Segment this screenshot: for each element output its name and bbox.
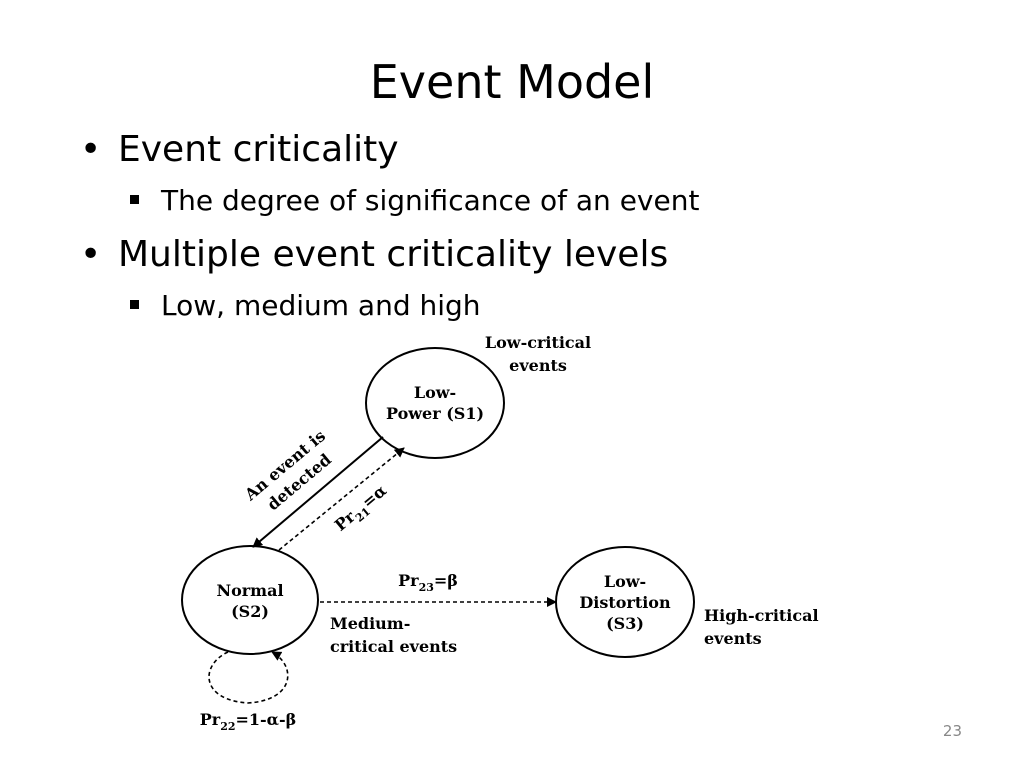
event-detected-label: An event is detected [240,426,335,514]
state-s1: Low- Power (S1) [365,347,505,459]
state-s2-label-line1: Normal [216,581,283,600]
bullet-list: • Event criticality The degree of signifi… [0,0,1024,340]
pr21-label: Pr21=α [331,481,393,538]
pr21-text: Pr21=α [331,481,393,538]
sub-bullet-levels: Low, medium and high [130,288,481,324]
bullet-event-criticality: • Event criticality [80,128,399,172]
slide-title: Event Model [369,55,655,109]
state-s3-label-line1: Low- [604,572,646,591]
state-s1-circle [365,347,505,459]
state-s2-circle [181,545,319,655]
medium-critical-label-line1: Medium- [330,614,410,633]
state-s3-label-line3: (S3) [606,614,644,633]
state-s3-label-line2: Distortion [579,593,671,612]
state-s3: Low- Distortion (S3) [555,546,695,658]
bullet-text: Event criticality [118,129,399,170]
page-number: 23 [942,722,962,740]
bullet-multiple-levels: • Multiple event criticality levels [80,233,668,277]
high-critical-label-line1: High-critical [704,606,819,625]
arrow-s1-to-s2 [252,436,384,548]
bullet-dot: • [80,129,102,170]
pr21-pr: Pr [331,507,359,535]
state-s1-label-line2: Power (S1) [386,404,484,423]
sub-bullet-degree: The degree of significance of an event [130,183,699,219]
bullet-dot: • [80,234,102,275]
square-bullet-icon [130,299,139,309]
sub-bullet-text: Low, medium and high [161,289,481,322]
bullet-text: Multiple event criticality levels [118,234,669,275]
low-critical-label-line2: events [509,356,567,375]
state-s1-label-line1: Low- [414,383,456,402]
arrow-s2-to-s1 [278,447,405,551]
low-critical-label-line1: Low-critical [485,333,591,352]
state-s2-label-line2: (S2) [231,602,269,621]
state-s2: Normal (S2) [181,545,319,655]
pr22-label: Pr22=1-α-β [200,710,297,733]
square-bullet-icon [130,194,139,204]
pr23-label: Pr23=β [398,571,458,594]
self-loop-s2 [208,651,289,704]
sub-bullet-text: The degree of significance of an event [161,184,700,217]
high-critical-label-line2: events [704,629,762,648]
medium-critical-label-line2: critical events [330,637,457,656]
